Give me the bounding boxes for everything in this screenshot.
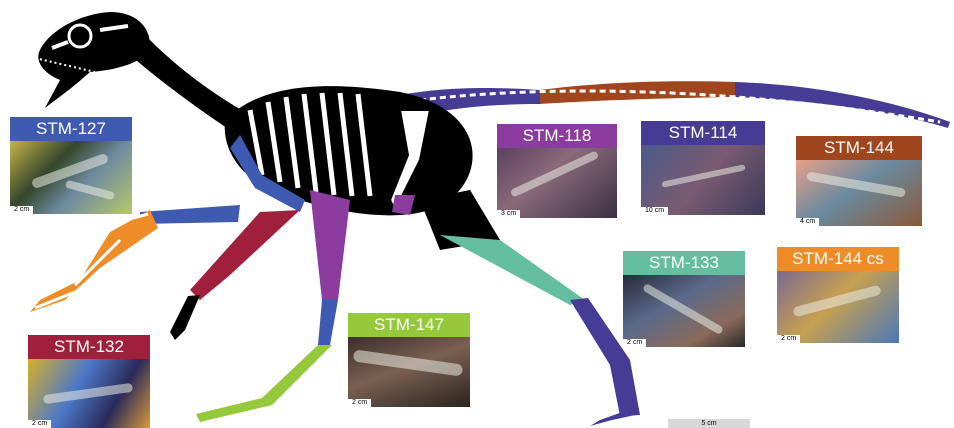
specimen-stm132: STM-132 2 cm — [28, 335, 150, 428]
specimen-stm144cs: STM-144 cs 2 cm — [777, 247, 899, 343]
scale-label: 3 cm — [497, 210, 520, 218]
scale-label: 2 cm — [28, 420, 51, 428]
scale-label: 2 cm — [10, 206, 33, 214]
tail-middle-stm144 — [540, 81, 735, 104]
specimen-photo: 2 cm — [777, 271, 899, 343]
tibia — [318, 300, 338, 345]
specimen-stm114: STM-114 10 cm — [641, 121, 765, 215]
specimen-photo: 4 cm — [796, 160, 922, 226]
scale-label: 2 cm — [623, 339, 646, 347]
femur-stm118 — [310, 190, 350, 300]
foot-right-stm147 — [196, 345, 332, 422]
specimen-label: STM-114 — [641, 121, 765, 145]
specimen-photo: 2 cm — [623, 275, 745, 347]
neck — [130, 40, 245, 130]
shin-stm133 — [440, 235, 585, 305]
specimen-label: STM-144 — [796, 136, 922, 160]
tail-distal — [735, 82, 950, 128]
skull — [38, 12, 150, 108]
scale-label: 2 cm — [777, 335, 800, 343]
specimen-label: STM-132 — [28, 335, 150, 359]
foot-left-orange — [30, 210, 158, 312]
specimen-stm147: STM-147 2 cm — [348, 313, 470, 407]
specimen-label: STM-127 — [10, 117, 132, 141]
specimen-photo: 3 cm — [497, 148, 617, 218]
specimen-photo: 2 cm — [28, 359, 150, 428]
specimen-photo: 10 cm — [641, 145, 765, 215]
specimen-stm118: STM-118 3 cm — [497, 124, 617, 218]
scale-label: 4 cm — [796, 218, 819, 226]
specimen-photo: 2 cm — [348, 337, 470, 407]
main-scale-bar: 5 cm — [668, 419, 750, 428]
specimen-label: STM-118 — [497, 124, 617, 148]
forearm-stm132 — [190, 210, 300, 300]
hand — [170, 295, 200, 340]
specimen-stm127: STM-127 2 cm — [10, 117, 132, 214]
forelimb-upper — [140, 205, 240, 224]
specimen-label: STM-133 — [623, 251, 745, 275]
specimen-stm133: STM-133 2 cm — [623, 251, 745, 347]
toe-back — [590, 410, 640, 426]
scale-label: 2 cm — [348, 399, 371, 407]
specimen-label: STM-147 — [348, 313, 470, 337]
specimen-label: STM-144 cs — [777, 247, 899, 271]
specimen-photo: 2 cm — [10, 141, 132, 214]
specimen-stm144: STM-144 4 cm — [796, 136, 922, 226]
scale-label: 10 cm — [641, 207, 668, 215]
